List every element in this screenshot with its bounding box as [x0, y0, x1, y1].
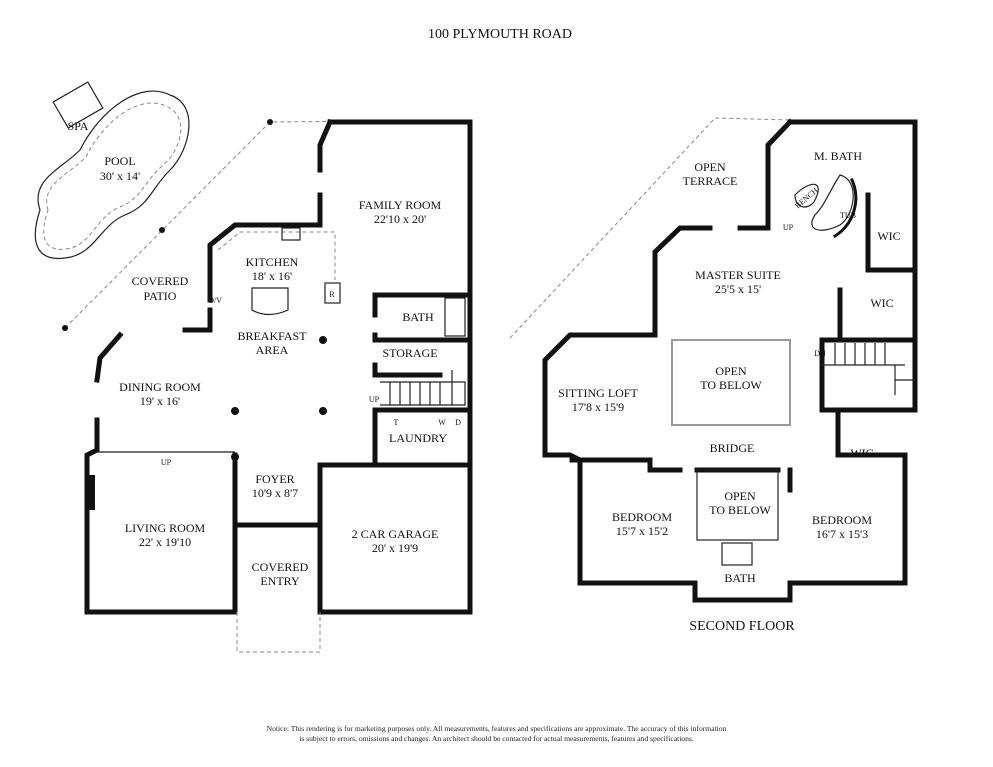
stairs — [380, 370, 466, 406]
living-room-size: 22' x 19'10 — [139, 535, 191, 549]
open-to-below-area-2 — [696, 469, 779, 541]
shower — [444, 297, 466, 337]
wic-label-2: WIC — [870, 296, 893, 310]
patio-post — [62, 325, 68, 331]
foyer-label: FOYER — [255, 472, 294, 486]
patio-post — [267, 119, 273, 125]
plan-title: 100 PLYMOUTH ROAD — [428, 27, 572, 42]
notice-line-1: Notice: This rendering is for marketing … — [266, 724, 727, 733]
spa-shape — [52, 81, 104, 129]
dryer-label: D — [455, 418, 461, 427]
master-suite-size: 25'5 x 15' — [715, 282, 761, 296]
cooktop — [281, 227, 301, 241]
open-to-below-area — [671, 339, 791, 426]
fireplace — [85, 475, 95, 510]
wic-label-3: WIC — [850, 446, 873, 460]
pool-label: POOL — [104, 154, 135, 168]
refrigerator — [324, 282, 341, 304]
master-bath-label: M. BATH — [814, 149, 862, 163]
master-suite-label: MASTER SUITE — [695, 268, 781, 282]
garage-label: 2 CAR GARAGE — [352, 527, 439, 541]
sitting-loft-size: 17'8 x 15'9 — [572, 400, 624, 414]
breakfast-label: BREAKFAST — [237, 329, 307, 343]
bedroom-2-label: BEDROOM — [812, 513, 872, 527]
laundry-label: LAUNDRY — [389, 431, 447, 445]
shower — [721, 542, 753, 566]
patio-post — [159, 227, 165, 233]
fridge-label: R — [329, 290, 335, 299]
kitchen-counter — [217, 231, 336, 280]
family-room-label: FAMILY ROOM — [359, 198, 442, 212]
living-room-label: LIVING ROOM — [125, 521, 206, 535]
family-room-wall — [207, 118, 334, 303]
stairs — [822, 343, 915, 395]
second-floor-label: SECOND FLOOR — [689, 619, 795, 634]
breakfast-label-2: AREA — [256, 343, 289, 357]
open-to-below-label: OPEN — [715, 364, 747, 378]
up-label: UP — [783, 223, 794, 232]
kitchen-left-wall — [84, 307, 323, 615]
bath-walls — [357, 292, 473, 468]
open-terrace-label: OPEN — [694, 160, 726, 174]
spa-label: SPA — [68, 119, 89, 133]
bedroom-2-size: 16'7 x 15'3 — [816, 527, 868, 541]
column — [319, 407, 327, 415]
bedroom-1-size: 15'7 x 15'2 — [616, 524, 668, 538]
wic-label-1: WIC — [877, 229, 900, 243]
second-floor: BENCH TUB M. BATH UP WIC WIC WIC OPEN TE… — [509, 117, 918, 634]
tub-label: TUB — [840, 211, 856, 220]
covered-patio-label-2: PATIO — [144, 289, 177, 303]
tub-wall — [832, 178, 858, 239]
oven-label: O/V — [208, 296, 222, 305]
covered-entry-label-2: ENTRY — [260, 574, 300, 588]
garage-size: 20' x 19'9 — [372, 541, 418, 555]
kitchen-label: KITCHEN — [246, 255, 299, 269]
foyer-size: 10'9 x 8'7 — [252, 486, 298, 500]
open-to-below-label-2: TO BELOW — [700, 378, 762, 392]
open-to-below-label-4: TO BELOW — [709, 503, 771, 517]
bath-label: BATH — [724, 571, 756, 585]
disclaimer-notice: Notice: This rendering is for marketing … — [0, 724, 993, 744]
dining-room-size: 19' x 16' — [140, 394, 180, 408]
column — [231, 453, 239, 461]
pool-inner — [43, 102, 182, 250]
bedroom-1-label: BEDROOM — [612, 510, 672, 524]
sitting-loft-label: SITTING LOFT — [558, 386, 638, 400]
bench — [794, 183, 819, 208]
pool-size: 30' x 14' — [100, 169, 140, 183]
open-to-below-label-3: OPEN — [724, 489, 756, 503]
living-up-label: UP — [161, 458, 172, 467]
kitchen-size: 18' x 16' — [252, 269, 292, 283]
storage-label: STORAGE — [382, 346, 437, 360]
first-floor: SPA POOL 30' x 14' COVERED PATIO R O/V K… — [34, 81, 473, 653]
terrace-outline — [509, 117, 791, 339]
entry-walkway — [236, 612, 321, 653]
pool-shape — [34, 90, 190, 260]
column — [231, 407, 239, 415]
down-label: DN — [814, 349, 826, 358]
washer-label: W — [438, 418, 446, 427]
covered-patio-label: COVERED — [132, 274, 189, 288]
kitchen-island — [251, 287, 289, 316]
exterior-wall — [787, 119, 918, 413]
wic-walls — [569, 192, 918, 493]
exterior-wall — [317, 119, 473, 615]
stairs-up-label: UP — [369, 395, 380, 404]
dining-room-label: DINING ROOM — [119, 380, 201, 394]
tub — [811, 174, 854, 231]
bridge-label: BRIDGE — [710, 441, 755, 455]
open-terrace-label-2: TERRACE — [683, 174, 738, 188]
bath-label: BATH — [402, 310, 434, 324]
toilet-label: T — [394, 418, 399, 427]
column — [319, 336, 327, 344]
notice-line-2: is subject to errors, omissions and chan… — [299, 734, 694, 743]
covered-entry-label: COVERED — [252, 560, 309, 574]
family-room-size: 22'10 x 20' — [374, 212, 426, 226]
